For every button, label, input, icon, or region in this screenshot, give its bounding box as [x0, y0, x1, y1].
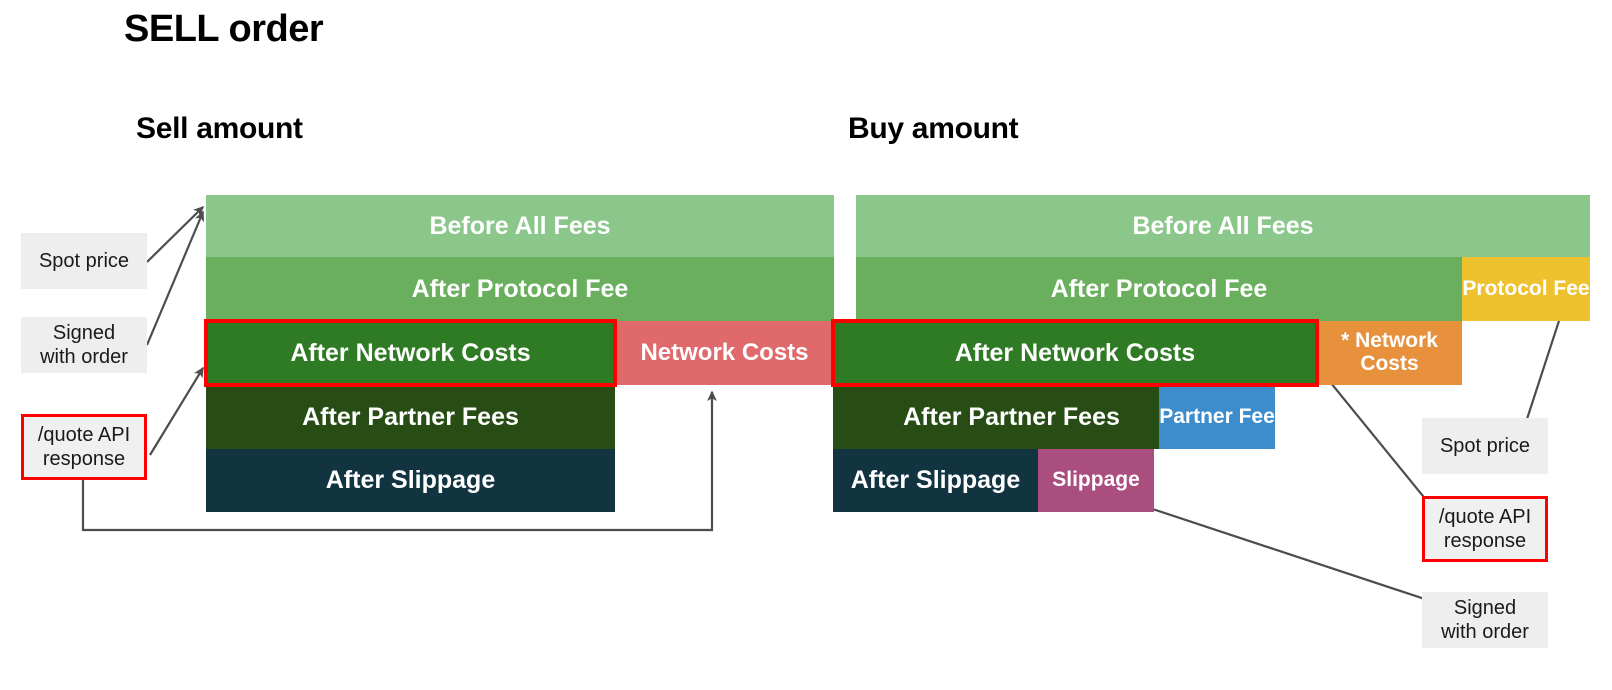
column-title-sell: Sell amount — [136, 112, 303, 145]
note-buy-signed-with-order-label: Signed with order — [1441, 596, 1529, 643]
buy-fee-slippage-label: Slippage — [1052, 468, 1140, 492]
buy-fee-network-costs: * Network Costs — [1317, 321, 1462, 385]
sell-bar-after-network-costs-label: After Network Costs — [290, 338, 531, 367]
connector-sell-spotprice — [146, 205, 205, 263]
sell-fee-network-costs: Network Costs — [615, 321, 834, 385]
buy-bar-after-slippage: After Slippage — [833, 449, 1038, 512]
buy-fee-network-costs-label: * Network Costs — [1341, 329, 1438, 375]
page-title: SELL order — [124, 8, 324, 50]
buy-bar-after-partner-fees-label: After Partner Fees — [903, 402, 1120, 431]
sell-bar-after-protocol-fee-label: After Protocol Fee — [411, 274, 629, 303]
buy-fee-slippage: Slippage — [1038, 449, 1154, 512]
buy-bar-after-network-costs-label: After Network Costs — [954, 338, 1196, 367]
sell-bar-after-slippage-label: After Slippage — [325, 466, 496, 494]
sell-bar-after-protocol-fee: After Protocol Fee — [206, 257, 834, 321]
buy-bar-after-partner-fees: After Partner Fees — [833, 385, 1190, 449]
buy-bar-after-protocol-fee: After Protocol Fee — [856, 257, 1462, 321]
note-sell-spot-price: Spot price — [21, 233, 147, 289]
sell-bar-after-partner-fees-label: After Partner Fees — [302, 402, 519, 431]
note-sell-spot-price-label: Spot price — [38, 249, 130, 272]
sell-bar-after-slippage: After Slippage — [206, 449, 615, 512]
sell-fee-network-costs-label: Network Costs — [640, 339, 809, 367]
buy-fee-partner-fee-label: Partner Fee — [1159, 404, 1275, 428]
buy-bar-after-slippage-label: After Slippage — [850, 466, 1021, 494]
buy-bar-after-protocol-fee-label: After Protocol Fee — [1050, 274, 1268, 303]
buy-fee-protocol-fee-label: Protocol Fee — [1462, 276, 1590, 300]
buy-bar-after-network-costs: After Network Costs — [831, 319, 1319, 387]
note-sell-signed-with-order-label: Signed with order — [40, 321, 128, 368]
buy-fee-protocol-fee: Protocol Fee — [1462, 257, 1590, 321]
sell-bar-before-all-fees-label: Before All Fees — [429, 211, 611, 240]
note-buy-spot-price-label: Spot price — [1439, 434, 1531, 457]
note-buy-spot-price: Spot price — [1422, 418, 1548, 474]
buy-fee-partner-fee: Partner Fee — [1159, 385, 1275, 449]
note-buy-quote-api-response-label: /quote API response — [1438, 505, 1532, 552]
buy-bar-before-all-fees-label: Before All Fees — [1132, 211, 1314, 240]
connector-sell-signed — [145, 210, 205, 346]
note-sell-quote-api-response: /quote API response — [21, 414, 147, 480]
note-buy-signed-with-order: Signed with order — [1422, 592, 1548, 648]
column-title-buy: Buy amount — [848, 112, 1019, 145]
connector-sell-quote-network — [149, 366, 204, 456]
note-sell-signed-with-order: Signed with order — [21, 317, 147, 373]
sell-bar-after-network-costs: After Network Costs — [204, 319, 617, 387]
buy-bar-before-all-fees: Before All Fees — [856, 195, 1590, 257]
sell-bar-before-all-fees: Before All Fees — [206, 195, 834, 257]
note-sell-quote-api-response-label: /quote API response — [37, 423, 131, 470]
note-buy-quote-api-response: /quote API response — [1422, 496, 1548, 562]
sell-bar-after-partner-fees: After Partner Fees — [206, 385, 615, 449]
